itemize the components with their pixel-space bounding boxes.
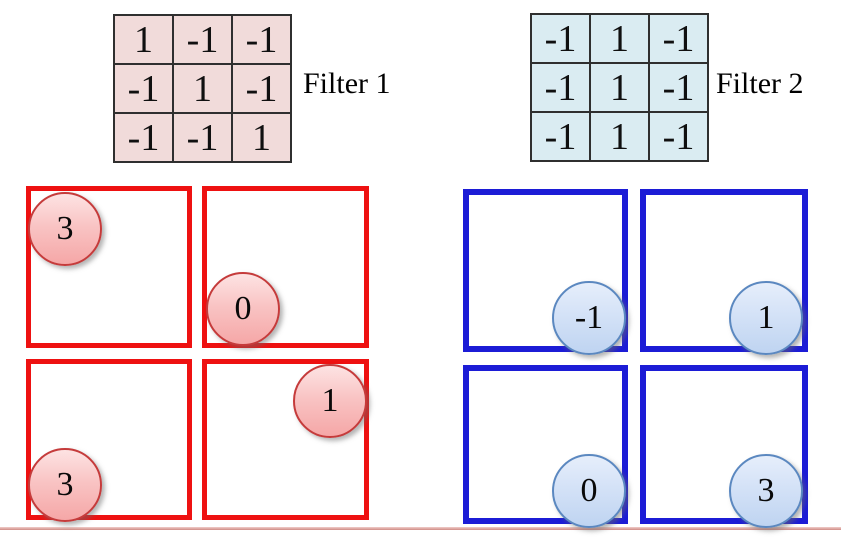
blue-value-circle: -1 bbox=[552, 281, 626, 355]
filter1-matrix-row: -1 1 -1 bbox=[113, 63, 292, 114]
filter1-cell: -1 bbox=[113, 63, 174, 114]
filter2-matrix-row: -1 1 -1 bbox=[530, 62, 709, 113]
red-value-label: 1 bbox=[321, 382, 339, 419]
red-value-label: 0 bbox=[234, 290, 252, 327]
filter1-cell: -1 bbox=[113, 112, 174, 163]
filter1-matrix-row: 1 -1 -1 bbox=[113, 14, 292, 65]
filter1-matrix-body: 1 -1 -1 -1 1 -1 -1 -1 1 bbox=[113, 14, 292, 163]
red-value-circle: 0 bbox=[206, 272, 280, 346]
red-pool-square-bottom-left bbox=[26, 359, 192, 520]
filter2-matrix: -1 1 -1 -1 1 -1 -1 1 -1 bbox=[530, 13, 709, 162]
filter1-cell: -1 bbox=[172, 112, 233, 163]
red-value-label: 3 bbox=[56, 466, 74, 503]
filter1-matrix-row: -1 -1 1 bbox=[113, 112, 292, 163]
red-value-label: 3 bbox=[56, 210, 74, 247]
filter1-matrix: 1 -1 -1 -1 1 -1 -1 -1 1 bbox=[113, 14, 292, 163]
blue-value-label: -1 bbox=[574, 299, 604, 336]
filter2-cell: -1 bbox=[530, 111, 591, 162]
filter1-label: Filter 1 bbox=[303, 67, 391, 100]
filter2-cell: -1 bbox=[648, 62, 709, 113]
filter1-cell: -1 bbox=[231, 14, 292, 65]
blue-value-label: 0 bbox=[580, 472, 598, 509]
filter2-cell: -1 bbox=[648, 111, 709, 162]
red-value-circle: 1 bbox=[293, 364, 367, 438]
blue-value-label: 3 bbox=[757, 472, 775, 509]
red-value-circle: 3 bbox=[28, 448, 102, 522]
filter1-cell: 1 bbox=[113, 14, 174, 65]
filter2-cell: 1 bbox=[589, 111, 650, 162]
blue-value-circle: 0 bbox=[552, 454, 626, 528]
filter1-cell: -1 bbox=[231, 63, 292, 114]
filter1-cell: -1 bbox=[172, 14, 233, 65]
filter2-matrix-body: -1 1 -1 -1 1 -1 -1 1 -1 bbox=[530, 13, 709, 162]
filter2-cell: -1 bbox=[648, 13, 709, 64]
slide-bottom-rule bbox=[0, 527, 841, 530]
filter2-cell: 1 bbox=[589, 62, 650, 113]
filter2-label: Filter 2 bbox=[716, 67, 804, 100]
filter1-cell: 1 bbox=[172, 63, 233, 114]
filter2-matrix-row: -1 1 -1 bbox=[530, 111, 709, 162]
filter2-cell: -1 bbox=[530, 62, 591, 113]
filter2-cell: 1 bbox=[589, 13, 650, 64]
filter1-cell: 1 bbox=[231, 112, 292, 163]
blue-value-circle: 3 bbox=[729, 454, 803, 528]
filter2-matrix-row: -1 1 -1 bbox=[530, 13, 709, 64]
red-value-circle: 3 bbox=[28, 192, 102, 266]
filter2-cell: -1 bbox=[530, 13, 591, 64]
blue-value-circle: 1 bbox=[729, 281, 803, 355]
blue-value-label: 1 bbox=[757, 299, 775, 336]
